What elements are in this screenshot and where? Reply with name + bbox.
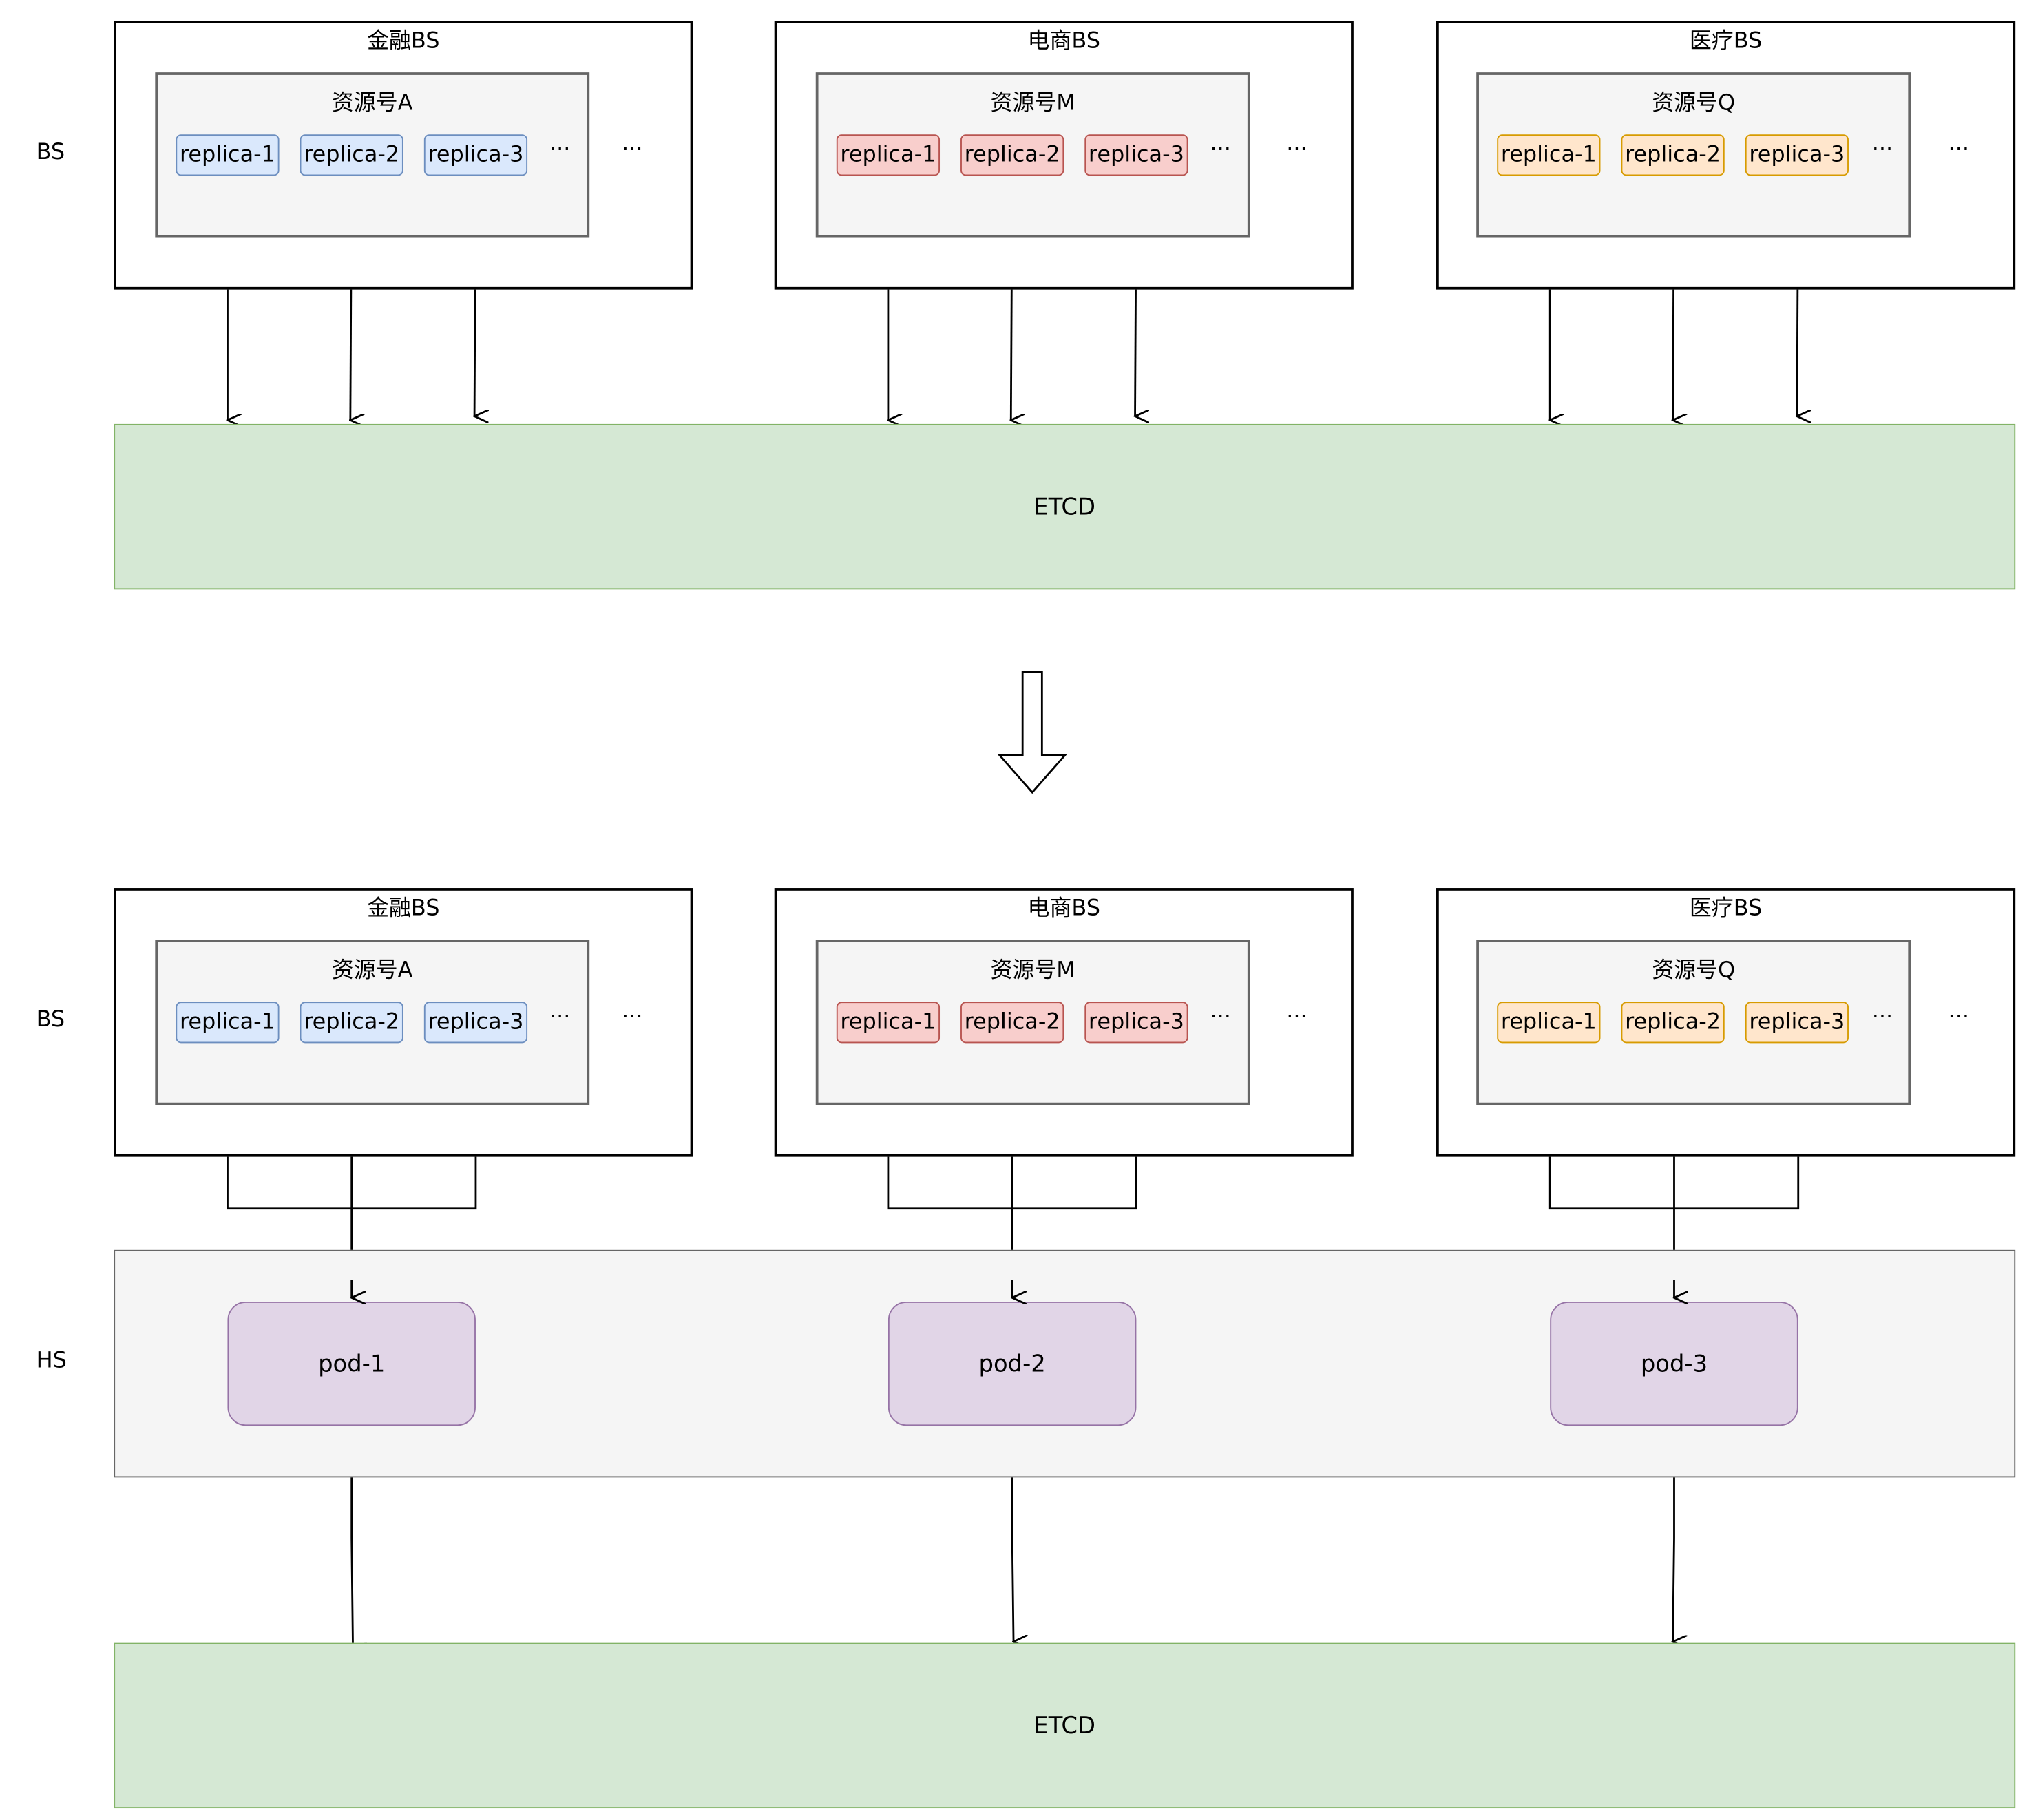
replica-node: replica-1	[836, 134, 941, 176]
resource-title: 资源号Q	[1652, 90, 1736, 117]
replica-node: replica-3	[423, 1002, 528, 1044]
replica-node: replica-1	[836, 1002, 941, 1044]
inner-more: ···	[549, 1004, 571, 1030]
replica-node: replica-1	[1497, 134, 1601, 176]
replica-node: replica-1	[176, 1002, 280, 1044]
inner-more: ···	[549, 137, 571, 163]
transition-arrow-icon	[997, 671, 1068, 794]
inner-more: ···	[1210, 1004, 1231, 1030]
inner-more: ···	[1871, 1004, 1893, 1030]
row-label-hs: HS	[36, 1348, 67, 1375]
inner-more: ···	[1210, 137, 1231, 163]
resource-title: 资源号M	[990, 90, 1075, 117]
etcd-store-bottom: ETCD	[114, 1642, 2016, 1809]
row-label-bs-top: BS	[36, 139, 65, 166]
replica-node: replica-3	[423, 134, 528, 176]
outer-more: ···	[1948, 137, 1969, 163]
group-title: 医疗BS	[1689, 896, 1763, 922]
replica-node: replica-2	[960, 1002, 1064, 1044]
outer-more: ···	[622, 137, 643, 163]
replica-node: replica-3	[1084, 1002, 1188, 1044]
replica-node: replica-2	[300, 1002, 403, 1044]
pod-node: pod-1	[227, 1301, 476, 1426]
replica-node: replica-3	[1745, 1002, 1849, 1044]
replica-node: replica-1	[176, 134, 280, 176]
inner-more: ···	[1871, 137, 1893, 163]
replica-node: replica-2	[1621, 134, 1725, 176]
group-title: 金融BS	[367, 896, 440, 922]
group-title: 金融BS	[367, 28, 440, 54]
group-title: 电商BS	[1027, 28, 1100, 54]
group-title: 医疗BS	[1689, 28, 1763, 54]
replica-node: replica-2	[1621, 1002, 1725, 1044]
resource-title: 资源号Q	[1652, 957, 1736, 984]
replica-node: replica-2	[960, 134, 1064, 176]
replica-node: replica-2	[300, 134, 403, 176]
replica-node: replica-1	[1497, 1002, 1601, 1044]
pod-node: pod-3	[1550, 1301, 1798, 1426]
row-label-bs-bottom: BS	[36, 1006, 65, 1033]
group-title: 电商BS	[1027, 896, 1100, 922]
replica-node: replica-3	[1745, 134, 1849, 176]
resource-title: 资源号A	[331, 957, 413, 984]
replica-node: replica-3	[1084, 134, 1188, 176]
resource-title: 资源号M	[990, 957, 1075, 984]
resource-title: 资源号A	[331, 90, 413, 117]
outer-more: ···	[1286, 137, 1307, 163]
pod-node: pod-2	[888, 1301, 1137, 1426]
etcd-store-top: ETCD	[114, 423, 2016, 590]
outer-more: ···	[1948, 1004, 1969, 1030]
outer-more: ···	[1286, 1004, 1307, 1030]
outer-more: ···	[622, 1004, 643, 1030]
